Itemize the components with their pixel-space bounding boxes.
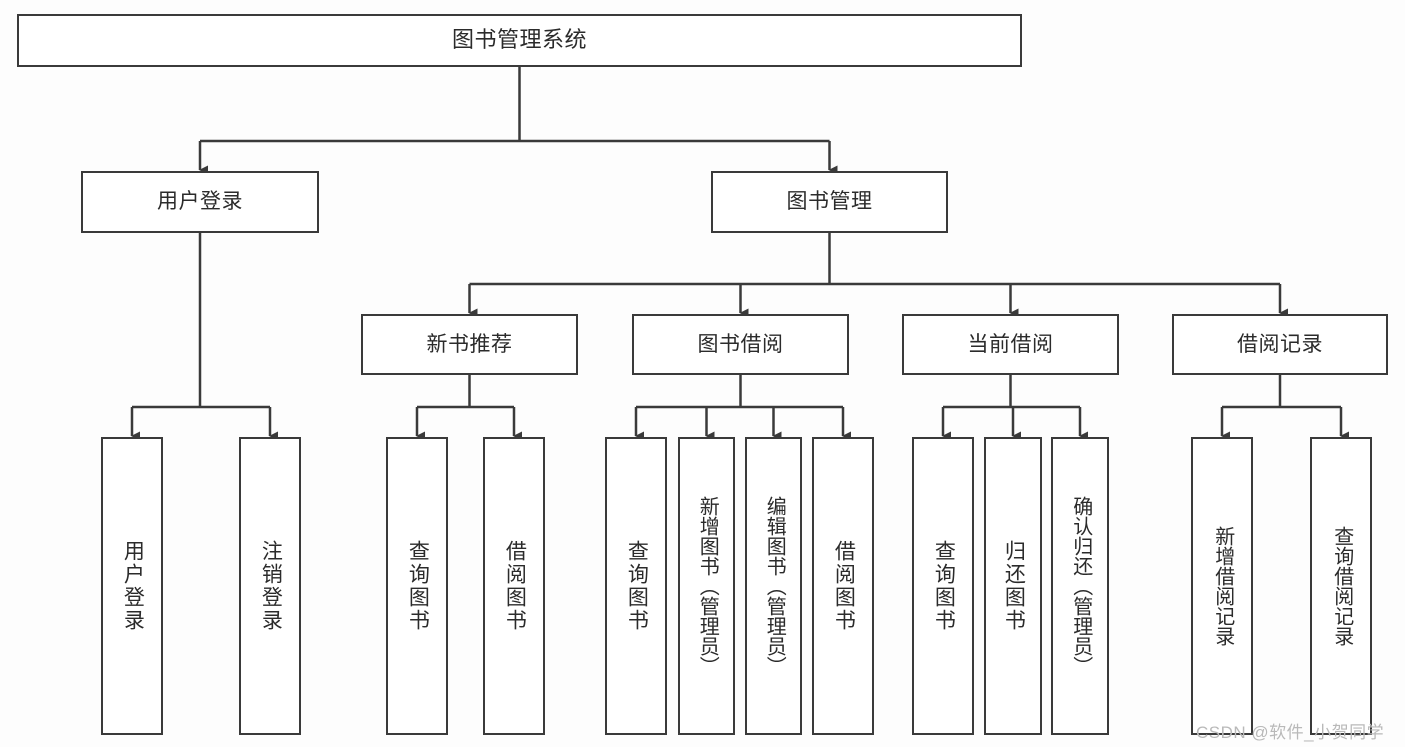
node-leaf-return-book[interactable]: 归还图书 [984, 437, 1042, 735]
node-label: 图书管理 [786, 190, 873, 214]
node-user-login[interactable]: 用户登录 [81, 171, 319, 233]
node-label: 图书借阅 [697, 332, 784, 356]
node-leaf-logout[interactable]: 注销登录 [239, 437, 301, 735]
node-label: 注销登录 [259, 540, 283, 632]
node-label: 查询图书 [625, 540, 649, 632]
node-leaf-borrow-book-2[interactable]: 借阅图书 [812, 437, 874, 735]
node-leaf-borrow-book-1[interactable]: 借阅图书 [483, 437, 545, 735]
node-label: 查询图书 [406, 540, 430, 632]
node-label: 新书推荐 [426, 332, 513, 356]
node-leaf-query-record[interactable]: 查询借阅记录 [1310, 437, 1372, 735]
node-leaf-add-book[interactable]: 新增图书（管理员） [678, 437, 735, 735]
node-new-book-recommend[interactable]: 新书推荐 [361, 314, 578, 375]
node-label: 用户登录 [157, 190, 243, 214]
node-label: 确认归还（管理员） [1069, 496, 1092, 676]
node-borrow-records[interactable]: 借阅记录 [1172, 314, 1388, 375]
node-label: 借阅记录 [1237, 332, 1323, 356]
node-current-borrow[interactable]: 当前借阅 [902, 314, 1119, 375]
node-leaf-confirm-return[interactable]: 确认归还（管理员） [1051, 437, 1109, 735]
node-label: 查询图书 [932, 540, 956, 632]
node-label: 借阅图书 [503, 540, 527, 632]
node-label: 归还图书 [1002, 540, 1026, 632]
node-label: 图书管理系统 [451, 27, 587, 53]
node-leaf-query-book-1[interactable]: 查询图书 [386, 437, 448, 735]
node-label: 编辑图书（管理员） [763, 496, 786, 676]
node-root[interactable]: 图书管理系统 [17, 14, 1022, 67]
node-label: 借阅图书 [832, 540, 856, 632]
node-leaf-add-record[interactable]: 新增借阅记录 [1191, 437, 1253, 735]
node-label: 查询借阅记录 [1330, 526, 1353, 646]
csdn-watermark: CSDN @软件_小贺同学 [1196, 723, 1385, 742]
node-leaf-query-book-2[interactable]: 查询图书 [605, 437, 667, 735]
node-leaf-user-login[interactable]: 用户登录 [101, 437, 163, 735]
node-book-manage[interactable]: 图书管理 [711, 171, 948, 233]
node-leaf-edit-book[interactable]: 编辑图书（管理员） [745, 437, 802, 735]
node-label: 用户登录 [121, 540, 145, 632]
node-label: 新增图书（管理员） [696, 496, 719, 676]
node-book-borrow[interactable]: 图书借阅 [632, 314, 849, 375]
node-label: 当前借阅 [967, 332, 1054, 356]
node-label: 新增借阅记录 [1211, 526, 1234, 646]
node-leaf-query-book-3[interactable]: 查询图书 [912, 437, 974, 735]
